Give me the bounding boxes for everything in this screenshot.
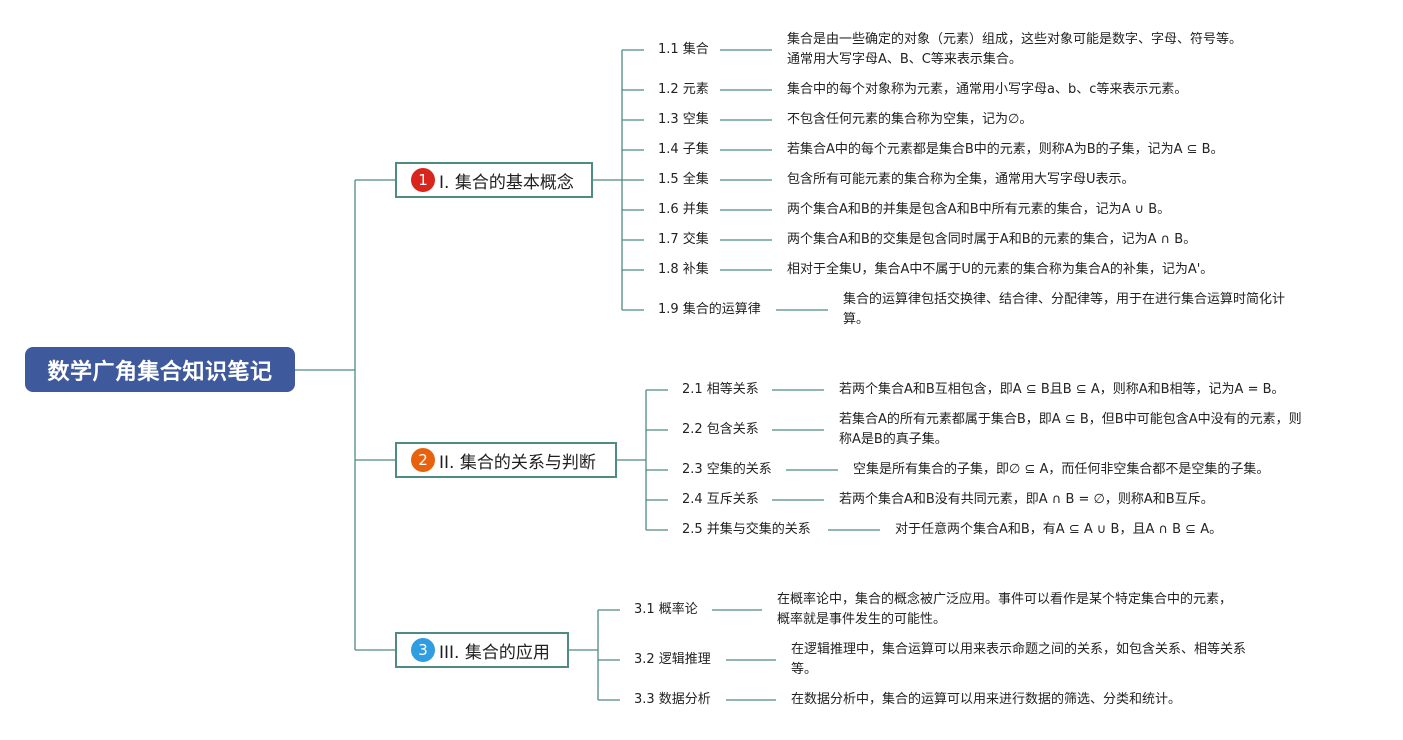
note-text-1-9: 集合的运算律包括交换律、结合律、分配律等，用于在进行集合运算时简化计算。: [843, 290, 1285, 330]
note-line: 若集合A的所有元素都属于集合B，即A ⊆ B，但B中可能包含A中没有的元素，则: [839, 412, 1302, 427]
note-line: 对于任意两个集合A和B，有A ⊆ A ∪ B，且A ∩ B ⊆ A。: [895, 522, 1223, 537]
subtopic-1-6[interactable]: 1.6 并集: [658, 202, 709, 217]
subtopic-2-4[interactable]: 2.4 互斥关系: [682, 492, 759, 507]
note-line: 集合中的每个对象称为元素，通常用小写字母a、b、c等来表示元素。: [787, 82, 1188, 97]
note-text-2-1: 若两个集合A和B互相包含，即A ⊆ B且B ⊆ A，则称A和B相等，记为A = …: [839, 380, 1285, 400]
note-line: 等。: [791, 662, 818, 677]
note-text-1-8: 相对于全集U，集合A中不属于U的元素的集合称为集合A的补集，记为A'。: [787, 260, 1213, 280]
note-text-1-3: 不包含任何元素的集合称为空集，记为∅。: [787, 110, 1032, 130]
subtopic-3-3[interactable]: 3.3 数据分析: [634, 692, 711, 707]
note-text-2-4: 若两个集合A和B没有共同元素，即A ∩ B = ∅，则称A和B互斥。: [839, 490, 1214, 510]
note-text-1-1: 集合是由一些确定的对象（元素）组成，这些对象可能是数字、字母、符号等。通常用大写…: [787, 30, 1242, 70]
subtopic-2-3[interactable]: 2.3 空集的关系: [682, 462, 772, 477]
note-line: 称A是B的真子集。: [839, 432, 948, 447]
note-text-3-1: 在概率论中，集合的概念被广泛应用。事件可以看作是某个特定集合中的元素， 概率就是事…: [777, 590, 1232, 630]
subtopic-1-3[interactable]: 1.3 空集: [658, 112, 709, 127]
note-line: 若两个集合A和B互相包含，即A ⊆ B且B ⊆ A，则称A和B相等，记为A = …: [839, 382, 1285, 397]
subtopic-3-2[interactable]: 3.2 逻辑推理: [634, 652, 711, 667]
note-line: 两个集合A和B的并集是包含A和B中所有元素的集合，记为A ∪ B。: [787, 202, 1171, 217]
note-text-1-6: 两个集合A和B的并集是包含A和B中所有元素的集合，记为A ∪ B。: [787, 200, 1170, 220]
note-text-2-2: 若集合A的所有元素都属于集合B，即A ⊆ B，但B中可能包含A中没有的元素，则称…: [839, 410, 1302, 450]
note-line: 在概率论中，集合的概念被广泛应用。事件可以看作是某个特定集合中的元素，: [777, 592, 1233, 607]
subtopic-1-2[interactable]: 1.2 元素: [658, 82, 709, 97]
note-line: 算。: [843, 312, 870, 327]
note-line: 若集合A中的每个元素都是集合B中的元素，则称A为B的子集，记为A ⊆ B。: [787, 142, 1224, 157]
note-line: 若两个集合A和B没有共同元素，即A ∩ B = ∅，则称A和B互斥。: [839, 492, 1214, 507]
note-text-3-2: 在逻辑推理中，集合运算可以用来表示命题之间的关系，如包含关系、相等关系等。: [791, 640, 1246, 680]
number-badge-icon: 2: [411, 448, 435, 472]
subtopic-2-1[interactable]: 2.1 相等关系: [682, 382, 759, 397]
note-line: 通常用大写字母A、B、C等来表示集合。: [787, 52, 1022, 67]
subtopic-2-5[interactable]: 2.5 并集与交集的关系: [682, 522, 811, 537]
root-title: 数学广角集合知识笔记: [47, 359, 273, 385]
note-line: 在逻辑推理中，集合运算可以用来表示命题之间的关系，如包含关系、相等关系: [791, 642, 1247, 657]
subtopic-1-9[interactable]: 1.9 集合的运算律: [658, 302, 761, 317]
note-line: 不包含任何元素的集合称为空集，记为∅。: [787, 112, 1033, 127]
note-text-1-5: 包含所有可能元素的集合称为全集，通常用大写字母U表示。: [787, 170, 1135, 190]
subtopic-1-4[interactable]: 1.4 子集: [658, 142, 709, 157]
note-text-2-3: 空集是所有集合的子集，即∅ ⊆ A，而任何非空集合都不是空集的子集。: [853, 460, 1269, 480]
note-line: 在数据分析中，集合的运算可以用来进行数据的筛选、分类和统计。: [791, 692, 1182, 707]
note-line: 集合是由一些确定的对象（元素）组成，这些对象可能是数字、字母、符号等。: [787, 32, 1243, 47]
subtopic-3-1[interactable]: 3.1 概率论: [634, 602, 698, 617]
number-badge-icon: 3: [411, 638, 435, 662]
note-line: 概率就是事件发生的可能性。: [777, 612, 947, 627]
subtopic-1-7[interactable]: 1.7 交集: [658, 232, 709, 247]
subtopic-1-1[interactable]: 1.1 集合: [658, 42, 709, 57]
branch-title: II. 集合的关系与判断: [439, 452, 596, 473]
note-line: 包含所有可能元素的集合称为全集，通常用大写字母U表示。: [787, 172, 1135, 187]
subtopic-2-2[interactable]: 2.2 包含关系: [682, 422, 759, 437]
note-line: 空集是所有集合的子集，即∅ ⊆ A，而任何非空集合都不是空集的子集。: [853, 462, 1270, 477]
number-badge-icon: 1: [411, 168, 435, 192]
subtopic-1-5[interactable]: 1.5 全集: [658, 172, 709, 187]
note-text-2-5: 对于任意两个集合A和B，有A ⊆ A ∪ B，且A ∩ B ⊆ A。: [895, 520, 1222, 540]
branch-title: III. 集合的应用: [439, 642, 550, 663]
note-text-3-3: 在数据分析中，集合的运算可以用来进行数据的筛选、分类和统计。: [791, 690, 1181, 710]
note-line: 集合的运算律包括交换律、结合律、分配律等，用于在进行集合运算时简化计: [843, 292, 1286, 307]
subtopic-1-8[interactable]: 1.8 补集: [658, 262, 709, 277]
note-line: 两个集合A和B的交集是包含同时属于A和B的元素的集合，记为A ∩ B。: [787, 232, 1197, 247]
note-text-1-4: 若集合A中的每个元素都是集合B中的元素，则称A为B的子集，记为A ⊆ B。: [787, 140, 1224, 160]
branch-title: I. 集合的基本概念: [439, 172, 574, 193]
note-text-1-7: 两个集合A和B的交集是包含同时属于A和B的元素的集合，记为A ∩ B。: [787, 230, 1196, 250]
root-topic[interactable]: 数学广角集合知识笔记: [25, 347, 295, 392]
note-line: 相对于全集U，集合A中不属于U的元素的集合称为集合A的补集，记为A'。: [787, 262, 1214, 277]
note-text-1-2: 集合中的每个对象称为元素，通常用小写字母a、b、c等来表示元素。: [787, 80, 1187, 100]
